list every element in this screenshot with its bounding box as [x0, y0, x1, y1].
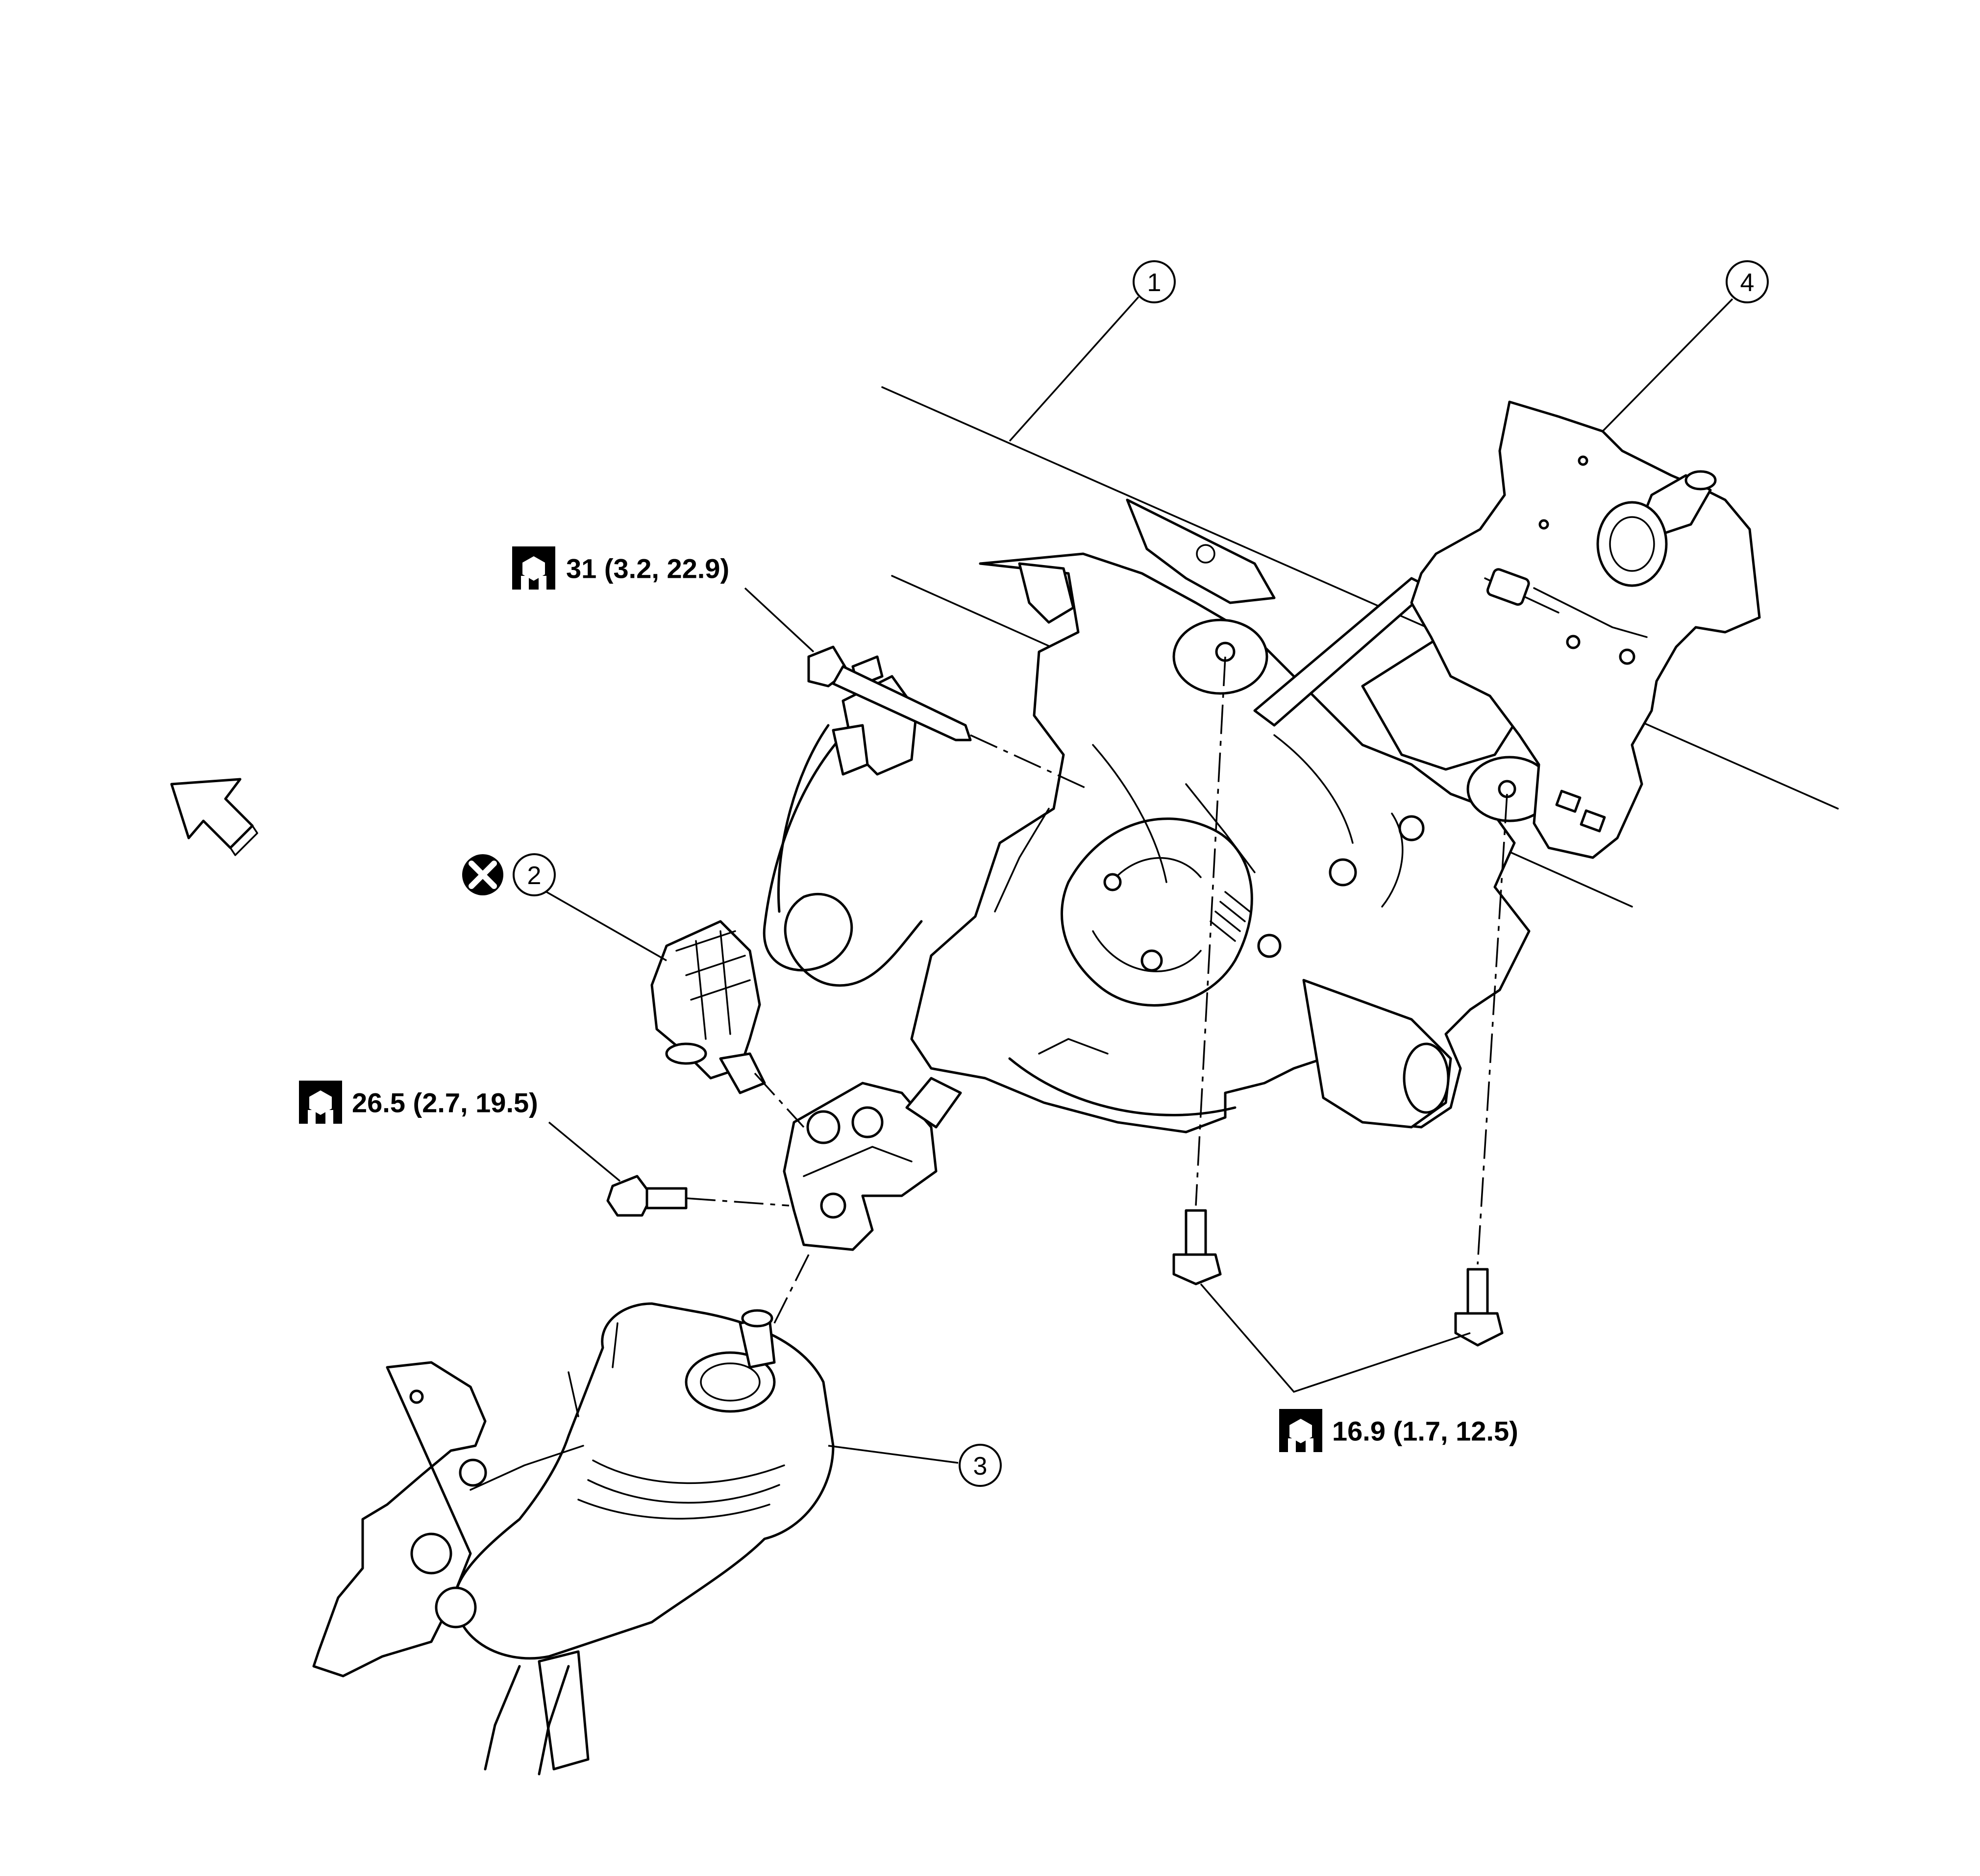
- torque-wrench-icon: [299, 1081, 342, 1124]
- callout-1: 1: [1133, 260, 1176, 303]
- torque-wrench-icon: [1279, 1409, 1322, 1452]
- callout-4-label: 4: [1740, 269, 1755, 297]
- torque-value-joint: 26.5 (2.7, 19.5): [352, 1087, 538, 1118]
- upper-mounting-bracket: [1410, 400, 1761, 859]
- steering-gear-housing: [312, 1302, 835, 1776]
- front-direction-arrow-icon: [170, 778, 258, 856]
- torque-spec-upper: 31 (3.2, 22.9): [512, 546, 729, 590]
- callout-3-label: 3: [973, 1452, 988, 1481]
- steering-angle-sensor: [650, 920, 766, 1094]
- torque-wrench-icon: [512, 546, 555, 590]
- torque-spec-joint: 26.5 (2.7, 19.5): [299, 1081, 538, 1124]
- callout-3: 3: [959, 1444, 1002, 1487]
- leader-lines: [546, 296, 1733, 1464]
- mount-bolt-right: [1454, 1268, 1504, 1347]
- callout-2: 2: [513, 853, 556, 896]
- joint-bolt: [606, 1175, 688, 1217]
- callout-1-label: 1: [1147, 269, 1162, 297]
- callout-2-label: 2: [527, 862, 542, 890]
- upper-bolt: [807, 645, 972, 741]
- intermediate-shaft-joint: [783, 1077, 962, 1251]
- callout-4: 4: [1726, 260, 1769, 303]
- torque-value-mount: 16.9 (1.7, 12.5): [1332, 1416, 1518, 1447]
- torque-value-upper: 31 (3.2, 22.9): [566, 553, 729, 584]
- torque-spec-mount: 16.9 (1.7, 12.5): [1279, 1409, 1518, 1452]
- do-not-reuse-icon: [462, 854, 503, 895]
- mount-bolt-left: [1172, 1209, 1222, 1285]
- installation-axes: [686, 656, 1508, 1324]
